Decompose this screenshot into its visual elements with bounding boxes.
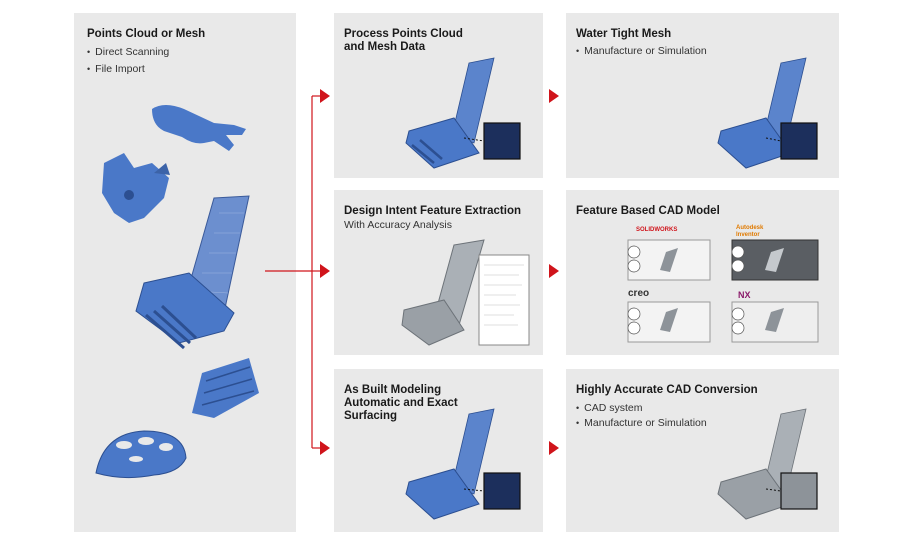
arrow-right-icon <box>320 89 330 103</box>
blade-model <box>717 57 818 169</box>
panel-title: Process Points Cloud and Mesh Data <box>344 28 463 53</box>
arrow-right-icon <box>549 89 559 103</box>
arrow-right-icon <box>320 441 330 455</box>
panel-points-cloud: Points Cloud or Mesh Direct Scanning Fil… <box>74 13 296 532</box>
blade-model <box>405 57 521 169</box>
panel-title: Design Intent Feature Extraction <box>344 205 522 217</box>
nx-logo: NX <box>738 290 751 300</box>
panel-title: Highly Accurate CAD Conversion <box>576 384 758 396</box>
panel-title: As Built Modeling Automatic and Exact Su… <box>344 384 458 422</box>
bullet-manufacture: Manufacture or Simulation <box>576 417 707 430</box>
bullet-file-import: File Import <box>87 63 145 76</box>
bullet-cad-system: CAD system <box>576 402 642 415</box>
arrow-right-icon <box>549 441 559 455</box>
panel-subtitle: With Accuracy Analysis <box>344 219 452 231</box>
panel-title: Water Tight Mesh <box>576 28 672 40</box>
panel-title: Feature Based CAD Model <box>576 205 720 217</box>
arm-mesh-model <box>95 105 259 479</box>
arrow-right-icon <box>320 264 330 278</box>
arrow-right-icon <box>549 264 559 278</box>
panel-title: Points Cloud or Mesh <box>87 28 206 40</box>
cad-screenshots <box>627 239 819 343</box>
panel-as-built: As Built Modeling Automatic and Exact Su… <box>334 369 543 532</box>
bullet-manufacture: Manufacture or Simulation <box>576 45 707 58</box>
bullet-direct-scanning: Direct Scanning <box>87 46 169 59</box>
panel-watertight: Water Tight Mesh Manufacture or Simulati… <box>566 13 839 178</box>
panel-process: Process Points Cloud and Mesh Data <box>334 13 543 178</box>
panel-accurate-cad: Highly Accurate CAD Conversion CAD syste… <box>566 369 839 532</box>
solidworks-logo: SOLIDWORKS <box>636 227 678 233</box>
inventor-logo: Autodesk Inventor <box>736 225 764 238</box>
grey-blade-analysis <box>401 239 530 346</box>
panel-feature-cad: Feature Based CAD Model SOLIDWORKS Autod… <box>566 190 839 355</box>
creo-logo: creo <box>628 288 650 299</box>
blade-model <box>405 408 521 520</box>
grey-blade-model <box>717 408 818 520</box>
panel-design-intent: Design Intent Feature Extraction With Ac… <box>334 190 543 355</box>
